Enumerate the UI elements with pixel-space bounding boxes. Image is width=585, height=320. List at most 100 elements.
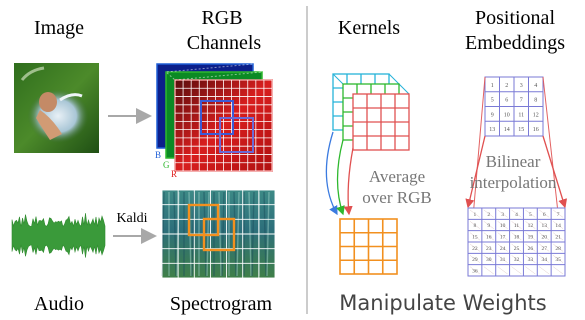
- large-grid-number: 12: [528, 223, 534, 229]
- large-grid-number: 19: [528, 235, 534, 241]
- small-grid-number: 12: [533, 112, 539, 118]
- large-grid-cell-mark: [497, 209, 508, 218]
- large-grid-cell-mark: [525, 209, 536, 218]
- large-grid-number: 30: [486, 257, 492, 263]
- large-grid-number: 4: [515, 212, 518, 218]
- large-grid-number: 15: [472, 235, 478, 241]
- large-grid-number: 8: [474, 223, 477, 229]
- small-grid-number: 16: [533, 127, 539, 133]
- kaldi-label: Kaldi: [116, 211, 147, 226]
- large-grid-cell-mark: [511, 209, 522, 218]
- large-grid-number: 26: [528, 246, 534, 252]
- red-channel-grid: [174, 79, 273, 172]
- large-grid-cell-mark: [497, 266, 508, 275]
- small-grid-number: 5: [491, 98, 494, 104]
- small-grid-number: 11: [518, 112, 524, 118]
- spectrogram: [161, 189, 276, 279]
- blue-average-arrow: [325, 131, 338, 216]
- large-grid-cell-mark: [483, 221, 494, 229]
- large-grid-number: 34: [541, 257, 547, 263]
- large-grid-number: 24: [500, 246, 506, 252]
- small-grid-number: 7: [520, 98, 523, 104]
- large-grid-cell-mark: [552, 255, 564, 263]
- large-grid-number: 2: [487, 212, 490, 218]
- large-grid-cell-mark: [483, 209, 494, 218]
- large-grid-cell-mark: [469, 232, 481, 241]
- large-grid-number: 28: [555, 246, 561, 252]
- large-grid-number: 5: [529, 212, 532, 218]
- average-label-line1: Average: [369, 167, 425, 186]
- small-grid-number: 6: [505, 98, 508, 104]
- large-grid-number: 32: [514, 257, 520, 263]
- large-grid-number: 11: [514, 223, 520, 229]
- average-label-line2: over RGB: [362, 188, 431, 207]
- large-grid-number: 20: [541, 235, 547, 241]
- red-average-arrow: [343, 147, 354, 216]
- bilinear-label-line2: interpolation: [470, 173, 557, 192]
- large-grid-cell-mark: [469, 266, 481, 275]
- large-grid-cell-mark: [469, 255, 481, 263]
- large-grid-cell-mark: [552, 232, 564, 241]
- large-grid-cell-mark: [539, 255, 550, 263]
- audio-label: Audio: [34, 293, 84, 315]
- large-grid-number: 9: [487, 223, 490, 229]
- large-grid-number: 22: [472, 246, 478, 252]
- large-grid-cell-mark: [511, 232, 522, 241]
- purple-kernel-box: [219, 117, 254, 153]
- small-grid-number: 8: [534, 98, 537, 104]
- large-grid-cell-mark: [525, 243, 536, 252]
- large-grid-number: 7: [557, 212, 560, 218]
- small-grid-number: 9: [491, 112, 494, 118]
- small-grid-number: 1: [491, 83, 494, 89]
- averaged-kernel: [339, 218, 398, 275]
- small-grid-number: 15: [518, 127, 524, 133]
- large-grid-number: 17: [500, 235, 506, 241]
- small-grid-number: 14: [504, 127, 510, 133]
- small-grid-number: 3: [520, 83, 523, 89]
- large-grid-number: 29: [472, 257, 478, 263]
- rgb-label-line2: Channels: [187, 32, 262, 54]
- large-grid-number: 31: [500, 257, 506, 263]
- small-grid-number: 13: [489, 127, 495, 133]
- large-grid-number: 27: [541, 246, 547, 252]
- manipulate-weights-title: Manipulate Weights: [339, 291, 546, 315]
- large-grid-cell-mark: [483, 243, 494, 252]
- large-grid-cell-mark: [497, 255, 508, 263]
- large-grid-number: 6: [543, 212, 546, 218]
- large-grid-cell-mark: [525, 221, 536, 229]
- channel-r-label: R: [171, 169, 177, 179]
- large-grid-cell-mark: [539, 221, 550, 229]
- rgb-label-line1: RGB: [201, 7, 242, 29]
- large-grid-cell-mark: [483, 232, 494, 241]
- large-grid-cell-mark: [552, 209, 564, 218]
- large-grid-cell-mark: [552, 221, 564, 229]
- large-grid-cell-mark: [539, 266, 550, 275]
- large-grid-cell-mark: [469, 209, 481, 218]
- large-grid-number: 18: [514, 235, 520, 241]
- large-grid-number: 13: [541, 223, 547, 229]
- large-grid-cell-mark: [497, 232, 508, 241]
- channel-b-label: B: [155, 150, 161, 160]
- kernel-stack: [332, 73, 410, 151]
- large-grid-number: 3: [501, 212, 504, 218]
- large-grid-cell-mark: [469, 243, 481, 252]
- large-grid-cell-mark: [511, 266, 522, 275]
- image-label: Image: [34, 17, 84, 39]
- large-grid-number: 36: [472, 269, 478, 275]
- large-grid-number: 33: [528, 257, 534, 263]
- large-grid-cell-mark: [483, 255, 494, 263]
- bilinear-label-line1: Bilinear: [486, 152, 541, 171]
- spectrogram-label: Spectrogram: [170, 293, 273, 315]
- large-grid-cell-mark: [525, 255, 536, 263]
- kernels-label: Kernels: [338, 17, 400, 39]
- large-grid-number: 35: [555, 257, 561, 263]
- large-grid-cell-mark: [539, 232, 550, 241]
- audio-waveform: [11, 213, 106, 258]
- large-grid-number: 1: [474, 212, 477, 218]
- green-average-arrow: [336, 139, 345, 216]
- large-grid-cell-mark: [539, 209, 550, 218]
